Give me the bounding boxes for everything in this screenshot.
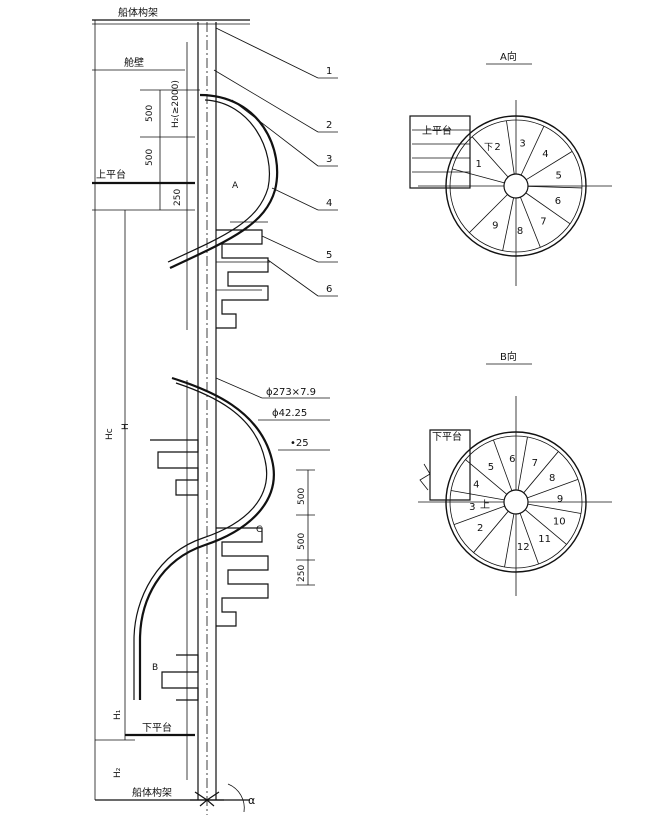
tread-line [493,439,513,491]
right-dim-250: 250 [297,565,307,582]
callout-1: 1 [326,66,332,77]
step-number: 9 [492,221,498,232]
step-number: 10 [553,517,566,528]
step-number: 11 [538,534,551,545]
elevation-view: 船体构架 舱壁 上平台 H₂(≥2000) 5 [92,6,338,815]
upper-steps [216,221,270,329]
mark-a: A [232,181,239,191]
view-a-down-label: 下 [484,143,493,153]
dim-h2-2000: H₂(≥2000) [171,80,181,128]
tread-line [525,192,571,225]
step-number: 7 [540,217,546,228]
tread-line [469,194,508,233]
step-number: 6 [509,454,515,465]
lower-platform-label: 下平台 [142,721,172,734]
tread-line [465,459,508,495]
tread-line [450,490,505,501]
view-b-up-label: 上 [480,499,490,511]
dim-h2: H₂ [113,767,123,778]
lower-handrail: B C [133,376,275,700]
view-a-platform [409,115,471,189]
step-number: 2 [494,142,500,153]
view-a-treads [452,120,582,251]
tread-line [452,168,505,184]
dim-250-a: 250 [173,189,183,206]
tread-line [527,185,582,189]
tread-line [519,513,539,565]
step-number: 8 [549,473,555,484]
tread-line [527,503,582,514]
dim-500-b: 500 [145,149,155,166]
upper-handrail: A [167,93,279,269]
tread-line [523,451,559,494]
view-b-platform-label: 下平台 [432,430,462,443]
spec-rail: ϕ42.25 [272,408,307,419]
tread-line [506,120,515,175]
step-number: 9 [557,494,563,505]
right-dim-500-b: 500 [297,533,307,550]
callout-2: 2 [326,120,332,131]
step-number: 4 [473,479,479,490]
tread-line [471,136,509,178]
step-number: 5 [488,462,494,473]
tread-line [526,151,573,181]
dim-500-a: 500 [145,105,155,122]
view-a-platform-label: 上平台 [422,124,452,137]
tread-line [524,509,567,545]
left-dimensions: 上平台 H₂(≥2000) 500 500 250 Hc H H₁ H₂ 下平台 [92,20,200,801]
lower-steps [150,439,269,701]
angle-alpha: α [248,794,255,807]
callouts: 1 2 3 4 5 6 [213,27,338,297]
step-number: 7 [532,458,538,469]
dim-hc: Hc [105,428,115,440]
tread-line [520,126,545,176]
spec-bar: •25 [290,438,309,449]
tread-line [517,436,528,491]
callout-6: 6 [326,284,332,295]
tread-line [473,510,509,553]
tread-line [527,479,579,499]
step-number: 3 [519,138,525,149]
tread-line [453,505,505,525]
step-number: 3 [469,502,475,513]
tread-line [504,513,515,568]
mark-b: B [152,663,158,673]
tread-line [502,197,514,251]
view-a-title: A向 [500,50,517,63]
deck-label: 舱壁 [124,56,144,69]
step-number: 5 [556,171,562,182]
step-number: 1 [476,159,482,170]
right-dim-500-a: 500 [297,488,307,505]
dim-h1: H₁ [113,709,123,720]
step-number: 12 [517,542,530,553]
hull-bottom-label: 船体构架 [132,786,172,799]
spec-pipe: ϕ273×7.9 [266,387,316,398]
upper-platform-label: 上平台 [96,168,126,181]
hull-top-label: 船体构架 [118,6,158,19]
callout-4: 4 [326,198,332,209]
callout-5: 5 [326,250,332,261]
callout-3: 3 [326,154,332,165]
dim-h: H [121,423,131,430]
base-bracket: α [190,783,255,813]
mark-c: C [256,525,262,535]
step-number: 2 [477,523,483,534]
view-b-treads [450,436,582,568]
view-b-title: B向 [500,350,517,363]
step-number: 4 [542,149,548,160]
step-number: 8 [517,226,523,237]
right-dimensions: 500 500 250 [296,469,315,586]
step-number: 6 [555,196,561,207]
central-column [186,22,217,815]
spec-leaders: ϕ273×7.9 ϕ42.25 •25 [215,377,330,451]
tread-line [520,197,541,248]
